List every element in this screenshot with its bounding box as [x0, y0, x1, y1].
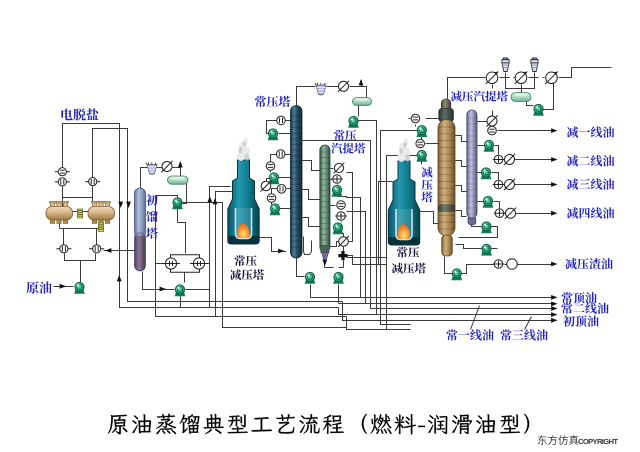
svg-text:COPYRIGHT: COPYRIGHT	[578, 437, 618, 446]
